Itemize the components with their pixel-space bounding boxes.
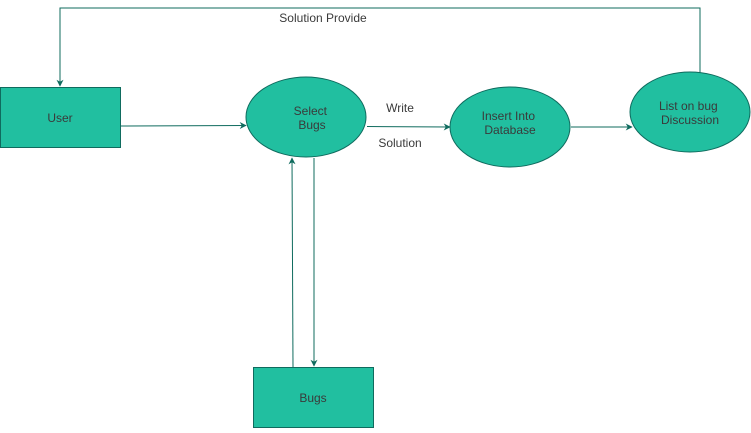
node-user-label: User	[47, 111, 72, 125]
edge-user-to-select	[120, 122, 247, 130]
edge-bugs-to-select	[288, 157, 296, 368]
node-insert-into-database-label: Insert Into Database	[482, 109, 539, 137]
edge-select-to-insert	[366, 123, 451, 131]
edge-label-solution: Solution	[378, 136, 421, 150]
node-list-on-bug-discussion: List on bug Discussion	[629, 71, 751, 153]
node-list-on-bug-discussion-label: List on bug Discussion	[659, 99, 721, 127]
node-select-bugs: Select Bugs	[245, 76, 367, 158]
node-user: User	[0, 87, 121, 148]
edge-label-write: Write	[386, 101, 414, 115]
node-select-bugs-label: Select Bugs	[294, 104, 331, 132]
node-insert-into-database: Insert Into Database	[449, 86, 571, 168]
edge-list-to-user	[56, 7, 701, 87]
node-bugs-label: Bugs	[299, 391, 326, 405]
node-bugs: Bugs	[253, 367, 374, 428]
edge-label-solution-provide: Solution Provide	[279, 11, 367, 25]
